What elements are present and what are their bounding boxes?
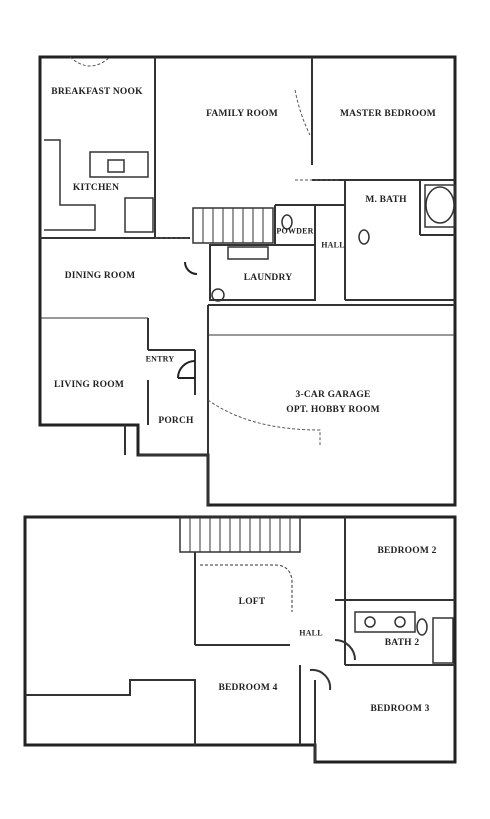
room-label-m-bath: M. BATH [365, 195, 407, 205]
room-label-bedroom-3: BEDROOM 3 [370, 704, 430, 714]
room-label-master-bedroom: MASTER BEDROOM [340, 109, 436, 119]
bath2-vanity [354, 611, 416, 633]
room-label-entry: ENTRY [145, 354, 175, 364]
room-label-living-room: LIVING ROOM [53, 380, 125, 390]
room-label-powder: POWDER [276, 226, 314, 236]
room-label-dining-room: DINING ROOM [64, 271, 136, 281]
hall-door-arc [334, 639, 356, 661]
room-label-garage: 3-CAR GARAGE [295, 390, 371, 400]
room-label-hobby-room: OPT. HOBBY ROOM [286, 405, 380, 415]
master-tub [425, 186, 455, 224]
room-label-bedroom-2: BEDROOM 2 [377, 546, 437, 556]
room-label-hall: HALL [321, 240, 345, 250]
room-label-breakfast-nook: BREAKFAST NOOK [51, 87, 143, 97]
range-symbol [107, 159, 125, 173]
laundry-walls [209, 244, 316, 301]
room-label-family-room: FAMILY ROOM [206, 109, 278, 119]
kitchen-counter [44, 139, 96, 231]
room-label-bath-2: BATH 2 [384, 638, 420, 648]
kitchen-island [89, 151, 149, 178]
entry-door-arc [177, 360, 196, 379]
room-label-laundry: LAUNDRY [243, 273, 293, 283]
room-label-loft: LOFT [238, 597, 266, 607]
room-label-hall-2: HALL [299, 628, 323, 638]
washer-symbol [211, 288, 225, 302]
room-label-bedroom-4: BEDROOM 4 [218, 683, 278, 693]
room-label-kitchen: KITCHEN [72, 183, 120, 193]
room-label-porch: PORCH [158, 416, 194, 426]
bath2-tub [432, 617, 454, 664]
